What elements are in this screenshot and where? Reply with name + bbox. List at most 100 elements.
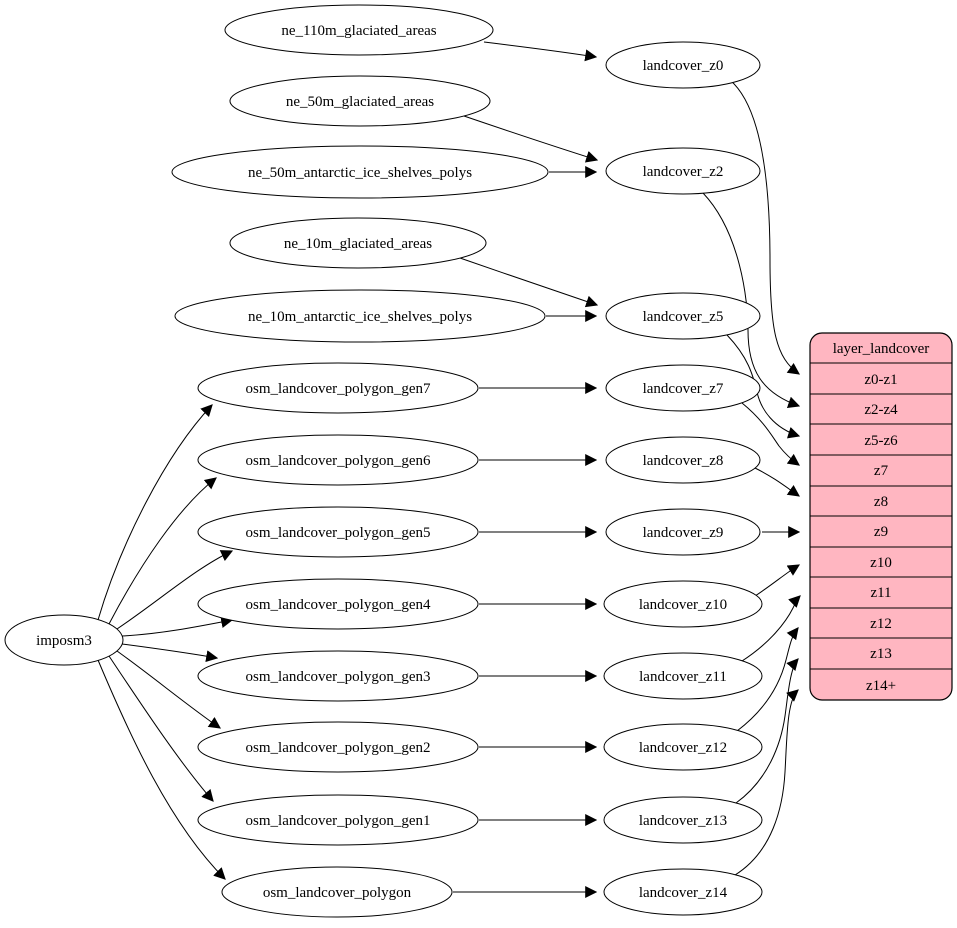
edge-ne_110m_glaciated_areas-landcover_z0 (483, 41, 598, 62)
record-row-z13: z13 (870, 646, 892, 662)
node-osm_landcover_polygon_gen1: osm_landcover_polygon_gen1 (197, 794, 479, 846)
node-imposm3-label: imposm3 (36, 633, 92, 649)
node-osm_landcover_polygon_gen6-label: osm_landcover_polygon_gen6 (246, 453, 431, 469)
node-landcover_z5-shape (605, 292, 761, 340)
node-imposm3-shape (4, 614, 124, 666)
node-ne_10m_glaciated_areas-shape (229, 217, 487, 269)
node-osm_landcover_polygon_gen4: osm_landcover_polygon_gen4 (197, 578, 479, 630)
edge-landcover_z8-row-z8 (754, 467, 800, 497)
record-row-z2-z4: z2-z4 (864, 402, 898, 418)
node-osm_landcover_polygon_gen2: osm_landcover_polygon_gen2 (197, 721, 479, 773)
edge-ne_50m_glaciated_areas-landcover_z2 (463, 115, 599, 163)
edge-landcover_z7-row-z7 (741, 402, 800, 466)
node-landcover_z9: landcover_z9 (605, 508, 761, 556)
node-landcover_z8-label: landcover_z8 (643, 453, 724, 469)
node-landcover_z13: landcover_z13 (603, 796, 763, 844)
edge-imposm3-osm_landcover_polygon_gen3 (121, 643, 219, 663)
node-osm_landcover_polygon_gen7: osm_landcover_polygon_gen7 (197, 362, 479, 414)
edge-imposm3-osm_landcover_polygon_gen5 (116, 550, 234, 630)
edge-landcover_z14-row-z14plus (734, 689, 799, 876)
record-row-z7: z7 (874, 463, 889, 479)
record-layer_landcover: layer_landcover z0-z1 z2-z4 z5-z6 z7 z8 … (809, 332, 953, 701)
node-landcover_z5-label: landcover_z5 (643, 309, 724, 325)
node-ne_50m_glaciated_areas-shape (229, 75, 491, 127)
edge-landcover_z12-row-z12 (736, 627, 799, 732)
node-landcover_z13-shape (603, 796, 763, 844)
node-landcover_z11: landcover_z11 (603, 652, 763, 700)
node-ne_50m_antarctic_ice_shelves_polys-shape (171, 145, 549, 199)
node-landcover_z14: landcover_z14 (603, 868, 763, 916)
edges-layer (97, 41, 801, 898)
node-landcover_z8: landcover_z8 (605, 436, 761, 484)
node-landcover_z10-shape (603, 580, 763, 628)
node-landcover_z12-label: landcover_z12 (639, 740, 727, 756)
node-landcover_z13-label: landcover_z13 (639, 813, 727, 829)
node-landcover_z2: landcover_z2 (605, 147, 761, 195)
record-title: layer_landcover (833, 341, 930, 357)
node-osm_landcover_polygon_gen4-label: osm_landcover_polygon_gen4 (246, 597, 431, 613)
node-osm_landcover_polygon_gen6: osm_landcover_polygon_gen6 (197, 434, 479, 486)
edge-landcover_z2-row-z2-z4 (702, 192, 801, 409)
node-osm_landcover_polygon_gen1-label: osm_landcover_polygon_gen1 (246, 813, 431, 829)
record-row-z0-z1: z0-z1 (864, 372, 897, 388)
node-ne_10m_glaciated_areas: ne_10m_glaciated_areas (229, 217, 487, 269)
node-landcover_z0-shape (605, 41, 761, 89)
node-osm_landcover_polygon_gen2-shape (197, 721, 479, 773)
node-ne_10m_antarctic_ice_shelves_polys: ne_10m_antarctic_ice_shelves_polys (174, 289, 546, 343)
node-ne_10m_antarctic_ice_shelves_polys-label: ne_10m_antarctic_ice_shelves_polys (248, 309, 472, 325)
record-row-z10: z10 (870, 555, 892, 571)
edge-landcover_z11-row-z11 (741, 595, 801, 662)
edge-imposm3-osm_landcover_polygon_gen6 (108, 477, 217, 625)
node-landcover_z7: landcover_z7 (605, 364, 761, 412)
node-ne_50m_glaciated_areas-label: ne_50m_glaciated_areas (286, 94, 434, 110)
node-landcover_z0-label: landcover_z0 (643, 58, 724, 74)
node-osm_landcover_polygon_gen3-shape (197, 650, 479, 702)
node-landcover_z0: landcover_z0 (605, 41, 761, 89)
node-ne_50m_glaciated_areas: ne_50m_glaciated_areas (229, 75, 491, 127)
record-row-z14plus: z14+ (866, 678, 896, 694)
nodes-layer: ne_110m_glaciated_areas ne_50m_glaciated… (4, 4, 763, 918)
node-landcover_z7-shape (605, 364, 761, 412)
node-osm_landcover_polygon_gen7-shape (197, 362, 479, 414)
node-landcover_z11-label: landcover_z11 (639, 669, 727, 685)
node-landcover_z12: landcover_z12 (603, 723, 763, 771)
node-osm_landcover_polygon_gen3-label: osm_landcover_polygon_gen3 (246, 669, 431, 685)
node-osm_landcover_polygon-label: osm_landcover_polygon (263, 885, 412, 901)
node-landcover_z11-shape (603, 652, 763, 700)
node-landcover_z9-shape (605, 508, 761, 556)
node-landcover_z14-label: landcover_z14 (639, 885, 728, 901)
node-osm_landcover_polygon_gen1-shape (197, 794, 479, 846)
node-osm_landcover_polygon_gen4-shape (197, 578, 479, 630)
node-landcover_z8-shape (605, 436, 761, 484)
node-landcover_z14-shape (603, 868, 763, 916)
node-osm_landcover_polygon_gen7-label: osm_landcover_polygon_gen7 (246, 381, 431, 397)
node-osm_landcover_polygon_gen5-label: osm_landcover_polygon_gen5 (246, 525, 431, 541)
node-osm_landcover_polygon: osm_landcover_polygon (221, 866, 453, 918)
edge-imposm3-osm_landcover_polygon_gen2 (116, 650, 221, 729)
edge-ne_10m_glaciated_areas-landcover_z5 (459, 257, 599, 308)
node-landcover_z5: landcover_z5 (605, 292, 761, 340)
record-row-z12: z12 (870, 616, 892, 632)
edge-imposm3-osm_landcover_polygon_gen1 (108, 655, 214, 802)
node-ne_10m_antarctic_ice_shelves_polys-shape (174, 289, 546, 343)
node-osm_landcover_polygon_gen2-label: osm_landcover_polygon_gen2 (246, 740, 431, 756)
record-row-z5-z6: z5-z6 (864, 433, 898, 449)
node-landcover_z2-label: landcover_z2 (643, 164, 724, 180)
node-landcover_z10-label: landcover_z10 (639, 597, 727, 613)
node-landcover_z9-label: landcover_z9 (643, 525, 724, 541)
record-row-z9: z9 (874, 524, 888, 540)
edge-landcover_z13-row-z13 (735, 658, 799, 804)
node-ne_110m_glaciated_areas-label: ne_110m_glaciated_areas (281, 23, 436, 39)
node-ne_110m_glaciated_areas-shape (224, 4, 494, 56)
node-landcover_z2-shape (605, 147, 761, 195)
edge-imposm3-osm_landcover_polygon (97, 659, 226, 880)
edge-imposm3-osm_landcover_polygon_gen4 (121, 616, 234, 637)
node-ne_10m_glaciated_areas-label: ne_10m_glaciated_areas (284, 236, 432, 252)
node-ne_110m_glaciated_areas: ne_110m_glaciated_areas (224, 4, 494, 56)
edge-imposm3-osm_landcover_polygon_gen7 (97, 404, 213, 621)
node-osm_landcover_polygon_gen6-shape (197, 434, 479, 486)
node-osm_landcover_polygon_gen3: osm_landcover_polygon_gen3 (197, 650, 479, 702)
node-ne_50m_antarctic_ice_shelves_polys-label: ne_50m_antarctic_ice_shelves_polys (248, 165, 472, 181)
